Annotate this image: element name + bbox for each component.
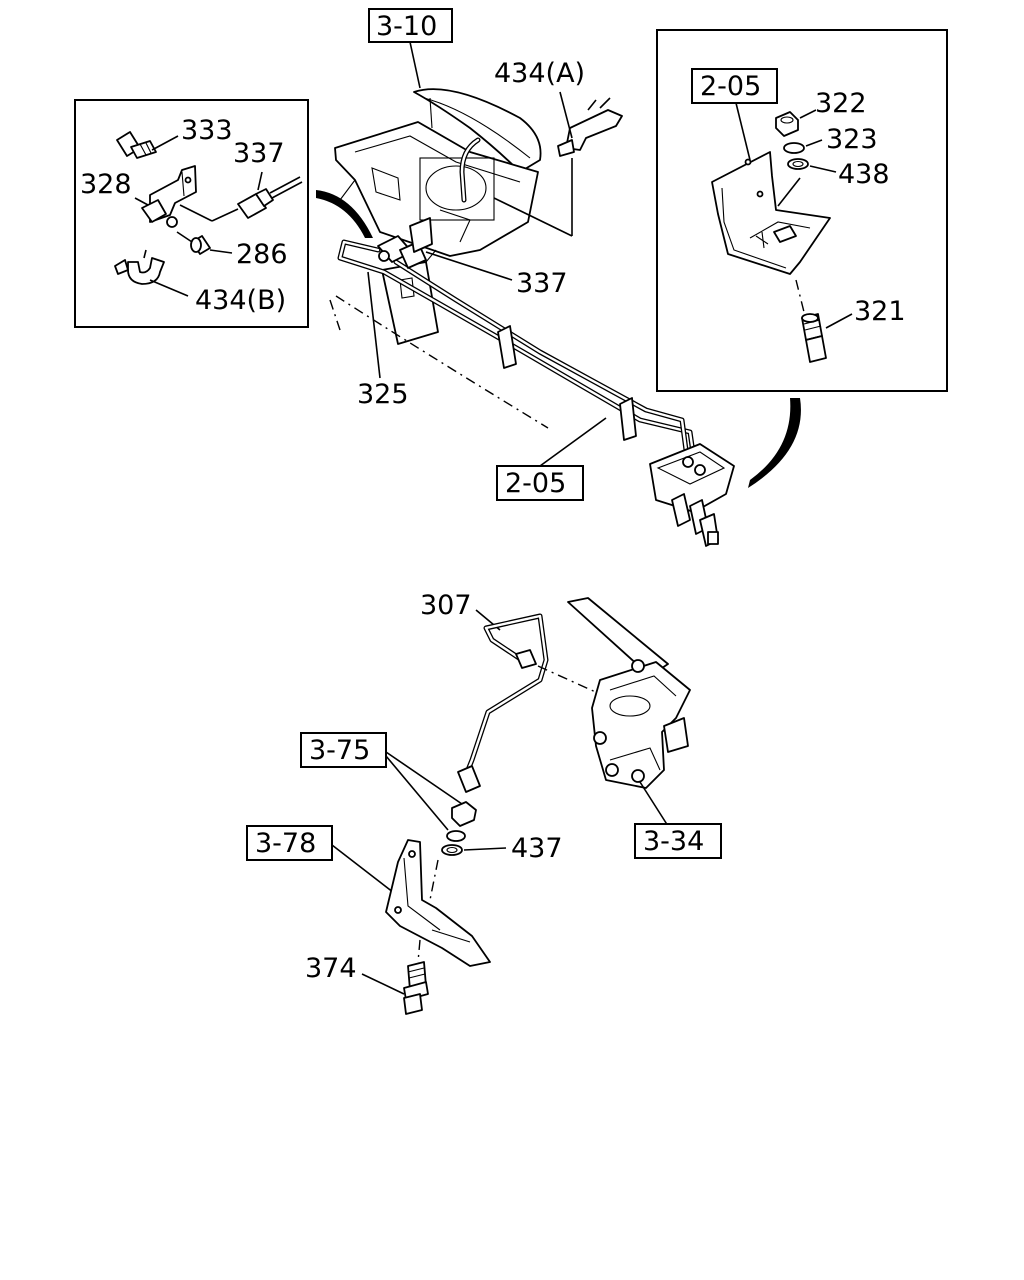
brake-pedal-panel [413,88,542,173]
label-374: 374 [305,953,357,984]
callout-box-3-75 [300,732,387,768]
label-321: 321 [854,296,906,327]
part-328-bracket [134,165,239,228]
brake-line-run [337,239,697,463]
part-321-nipple [795,279,853,363]
part-438-washer [787,158,837,173]
label-434a: 434(A) [494,58,585,89]
callout-2-05-inset: 2-05 [700,71,761,102]
part-434b-clip [114,249,189,297]
part-337-hose-fitting [237,171,303,219]
label-307: 307 [420,590,472,621]
part-286-fitting [176,231,233,255]
label-437: 437 [511,833,563,864]
callout-box-3-78 [246,825,333,861]
part-337-joint-fitting [377,217,513,281]
label-323: 323 [826,124,878,155]
upper-assembly: 3-10 434(A) [329,8,735,547]
part-323-ring [783,139,823,154]
part-322-nut [775,109,817,137]
callout-2-05-main: 2-05 [505,468,566,499]
callout-box-3-34 [634,823,722,859]
part-434a-clip [493,91,623,237]
part-nut [451,801,477,827]
part-333-fitting [116,131,179,159]
part-lower-bracket [385,839,491,967]
part-ring [446,830,466,842]
part-374-nipple [361,939,429,1015]
label-286: 286 [236,239,288,270]
label-337-main: 337 [516,268,568,299]
valve-housing [334,121,539,257]
lower-assembly: 307 3-34 3-75 [246,590,722,1015]
inset-left-fitting-detail: 333 337 328 286 434(B) [74,99,309,328]
inset-bracket-2-05 [711,151,831,275]
callout-box-3-10 [368,8,453,43]
label-438: 438 [838,159,890,190]
detail-arrow-left [316,190,373,238]
callout-3-34: 3-34 [643,826,704,857]
callout-3-78: 3-78 [255,828,316,859]
callout-3-10: 3-10 [376,11,437,42]
part-brake-pedal-valve [567,597,691,789]
part-307-brake-tube [457,613,601,793]
callout-3-75: 3-75 [309,735,370,766]
label-333: 333 [181,115,233,146]
relay-valve-block [649,443,735,547]
inset-right-bracket-detail: 2-05 [656,29,948,392]
callout-box-2-05-main [496,465,584,501]
part-437-washer [441,844,463,856]
label-337-inset: 337 [233,138,285,169]
callout-box-2-05-inset [691,68,778,104]
inset-left-frame [74,99,309,328]
label-328: 328 [80,169,132,200]
label-434b: 434(B) [195,285,286,316]
detail-arrow-right [748,398,801,488]
label-325: 325 [357,379,409,410]
label-322: 322 [815,88,867,119]
